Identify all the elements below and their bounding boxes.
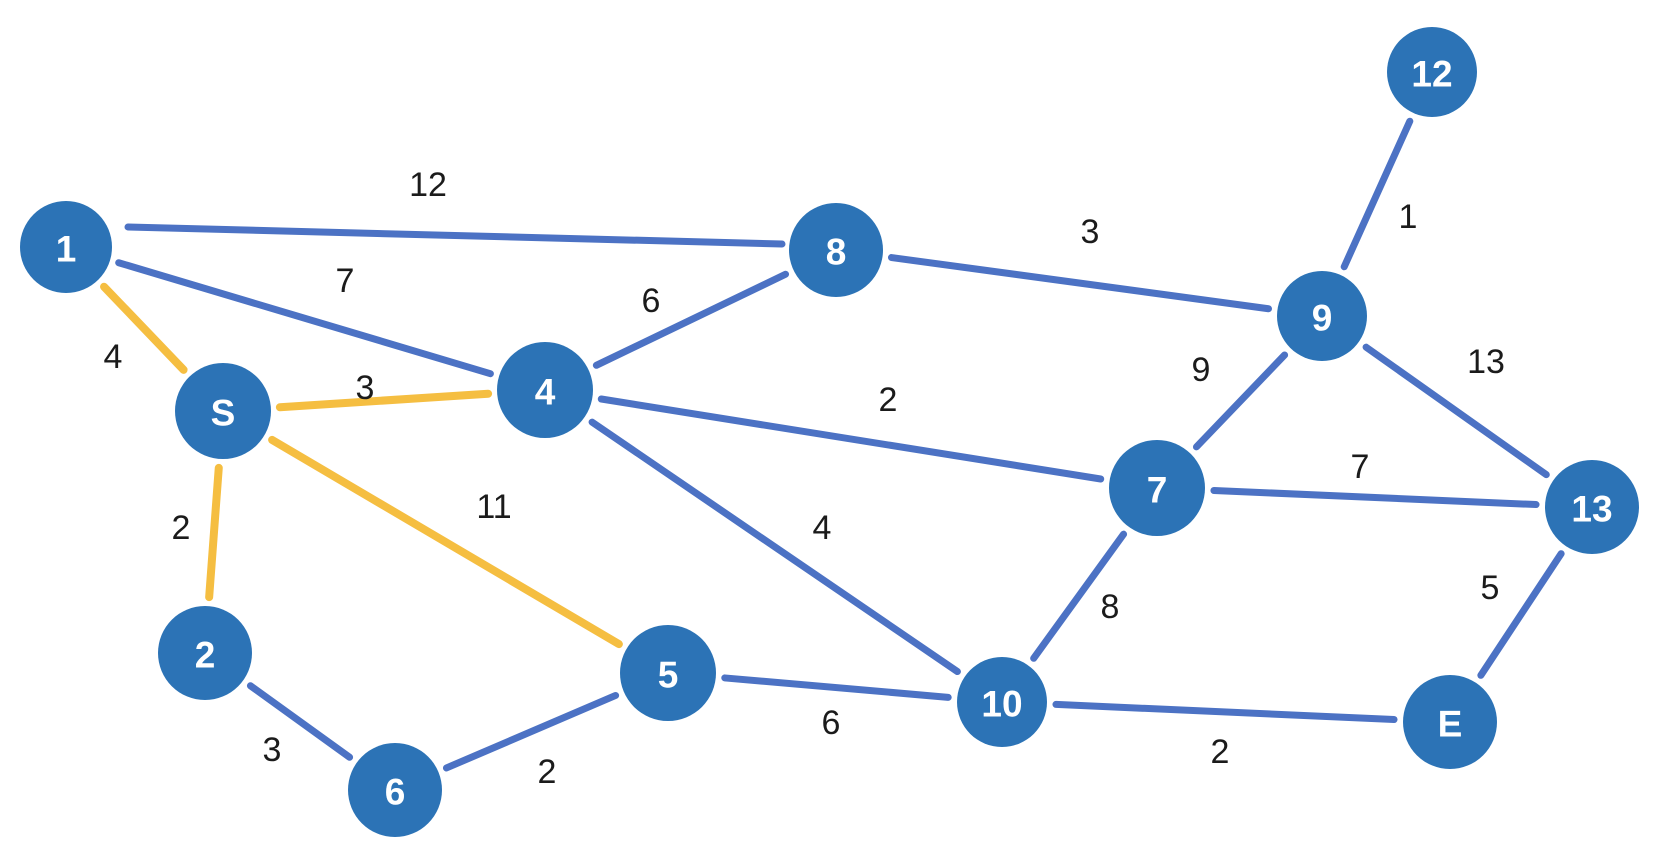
node-label-4: 4 — [535, 372, 556, 413]
node-circle-12 — [1387, 27, 1477, 117]
node-6: 6 — [348, 743, 442, 837]
node-E: E — [1403, 675, 1497, 769]
node-2: 2 — [158, 606, 252, 700]
node-label-2: 2 — [195, 635, 216, 676]
edge-weight-7-9: 9 — [1192, 351, 1211, 389]
edge-weight-2-6: 3 — [263, 731, 282, 769]
node-label-7: 7 — [1147, 470, 1168, 511]
edge-weight-1-8: 12 — [409, 166, 447, 204]
edge-S-1 — [100, 282, 188, 374]
edge-2-6 — [246, 682, 354, 761]
node-4: 4 — [497, 342, 593, 438]
edge-S-5 — [268, 435, 623, 649]
edge-9-13 — [1362, 343, 1550, 479]
node-8: 8 — [789, 203, 883, 297]
edge-weight-5-10: 6 — [822, 704, 841, 742]
edges-layer — [100, 117, 1565, 772]
node-label-13: 13 — [1571, 489, 1612, 530]
node-label-12: 12 — [1411, 54, 1452, 95]
node-label-8: 8 — [826, 232, 847, 273]
edge-weight-S-5: 11 — [476, 488, 511, 526]
edge-weight-7-10: 8 — [1101, 588, 1120, 626]
edge-7-10 — [1030, 530, 1128, 662]
edge-4-7 — [597, 395, 1105, 483]
node-13: 13 — [1545, 460, 1639, 554]
node-1: 1 — [20, 201, 112, 293]
node-7: 7 — [1109, 440, 1205, 536]
edge-weight-S-1: 4 — [104, 338, 123, 376]
edge-weight-10-E: 2 — [1211, 733, 1230, 771]
edge-weight-9-12: 1 — [1399, 198, 1418, 236]
edge-weight-4-8: 6 — [642, 282, 661, 320]
edge-4-10 — [588, 418, 961, 676]
node-circle-4 — [497, 342, 593, 438]
edge-5-6 — [442, 691, 620, 772]
edge-labels-layer: 4 3 2 11 12 7 6 3 1 13 9 7 2 4 8 6 2 3 2 5 — [104, 166, 1505, 791]
edge-7-9 — [1192, 351, 1289, 451]
edge-weight-5-6: 2 — [538, 753, 557, 791]
edge-1-4 — [115, 259, 494, 378]
node-circle-S — [175, 363, 271, 459]
node-label-6: 6 — [385, 772, 406, 813]
node-circle-5 — [620, 625, 716, 721]
node-circle-E — [1403, 675, 1497, 769]
node-label-E: E — [1438, 704, 1463, 745]
edge-S-4 — [275, 389, 493, 412]
edge-weight-1-4: 7 — [336, 262, 355, 300]
node-S: S — [175, 363, 271, 459]
edge-10-E — [1052, 700, 1398, 724]
edge-weight-9-13: 13 — [1467, 343, 1505, 381]
node-circle-13 — [1545, 460, 1639, 554]
edge-1-8 — [124, 223, 786, 248]
edge-8-9 — [887, 254, 1272, 313]
edge-9-12 — [1340, 117, 1414, 271]
edge-weight-4-7: 2 — [879, 381, 898, 419]
edge-7-13 — [1210, 486, 1540, 509]
node-label-9: 9 — [1312, 298, 1333, 339]
node-circle-6 — [348, 743, 442, 837]
node-circle-2 — [158, 606, 252, 700]
edge-5-10 — [721, 674, 952, 701]
node-circle-8 — [789, 203, 883, 297]
edge-weight-7-13: 7 — [1351, 448, 1370, 486]
edge-weight-8-9: 3 — [1081, 213, 1100, 251]
edge-weight-13-E: 5 — [1481, 569, 1500, 607]
node-circle-10 — [957, 657, 1047, 747]
edge-weight-S-4: 3 — [356, 369, 375, 407]
node-label-S: S — [211, 393, 236, 434]
edge-S-2 — [205, 463, 223, 602]
node-9: 9 — [1277, 271, 1367, 361]
edge-weight-4-10: 4 — [813, 509, 832, 547]
node-label-1: 1 — [56, 229, 77, 270]
edge-13-E — [1477, 550, 1565, 679]
edge-weight-S-2: 2 — [172, 509, 191, 547]
node-circle-1 — [20, 201, 112, 293]
edge-4-8 — [592, 270, 790, 369]
node-circle-9 — [1277, 271, 1367, 361]
node-5: 5 — [620, 625, 716, 721]
node-label-10: 10 — [981, 684, 1022, 725]
node-12: 12 — [1387, 27, 1477, 117]
node-label-5: 5 — [658, 655, 679, 696]
node-circle-7 — [1109, 440, 1205, 536]
node-10: 10 — [957, 657, 1047, 747]
